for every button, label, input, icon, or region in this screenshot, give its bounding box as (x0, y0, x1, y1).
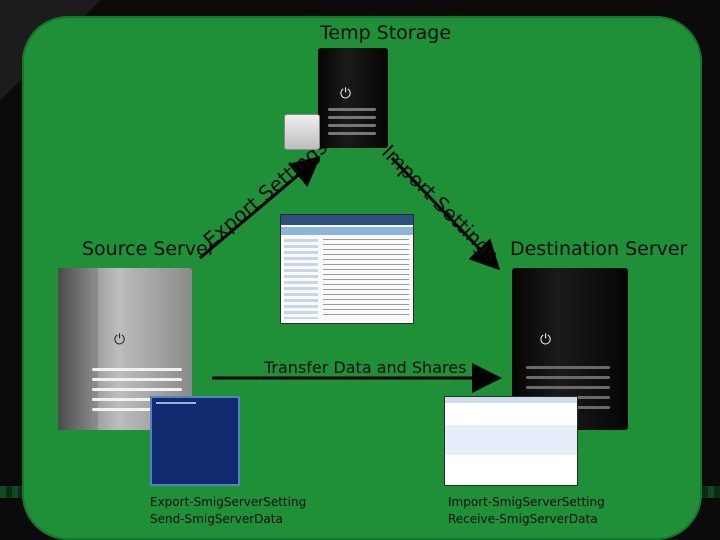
source-server-label: Source Server (82, 238, 216, 260)
source-caption-line2: Send-SmigServerData (150, 512, 283, 526)
vent (328, 132, 376, 135)
temp-storage-label: Temp Storage (320, 22, 452, 44)
vent (92, 378, 182, 381)
vent (328, 124, 376, 127)
window-pane (445, 403, 577, 425)
usb-drive-icon (284, 114, 320, 150)
destination-server-label: Destination Server (510, 238, 688, 260)
window-pane (445, 425, 577, 455)
browser-toolbar (281, 227, 413, 235)
window-titlebar (445, 397, 577, 403)
vent (526, 366, 610, 369)
source-caption-line1: Export-SmigServerSetting (150, 495, 307, 509)
dest-caption-line2: Receive-SmigServerData (448, 512, 598, 526)
vent (526, 376, 610, 379)
browser-titlebar (281, 215, 413, 225)
power-icon: ⏻ (114, 332, 126, 348)
vent (328, 116, 376, 119)
vent (526, 386, 610, 389)
import-arrow (390, 156, 501, 271)
powershell-screenshot (150, 396, 240, 486)
destination-console-screenshot (444, 396, 578, 486)
server-side (58, 268, 98, 430)
console-text (156, 402, 196, 404)
power-icon: ⏻ (540, 332, 552, 348)
migration-guide-screenshot (280, 214, 414, 324)
vent (92, 368, 182, 371)
temp-storage-server: ⏻ (318, 48, 388, 148)
vent (92, 398, 182, 401)
vent (92, 388, 182, 391)
transfer-label: Transfer Data and Shares (264, 358, 467, 377)
export-arrow (199, 156, 321, 260)
vent (92, 408, 182, 411)
dest-caption-line1: Import-SmigServerSetting (448, 495, 605, 509)
browser-content (323, 239, 409, 319)
power-icon: ⏻ (340, 86, 352, 102)
window-pane (445, 455, 577, 483)
browser-sidebar (284, 239, 318, 319)
vent (328, 108, 376, 111)
